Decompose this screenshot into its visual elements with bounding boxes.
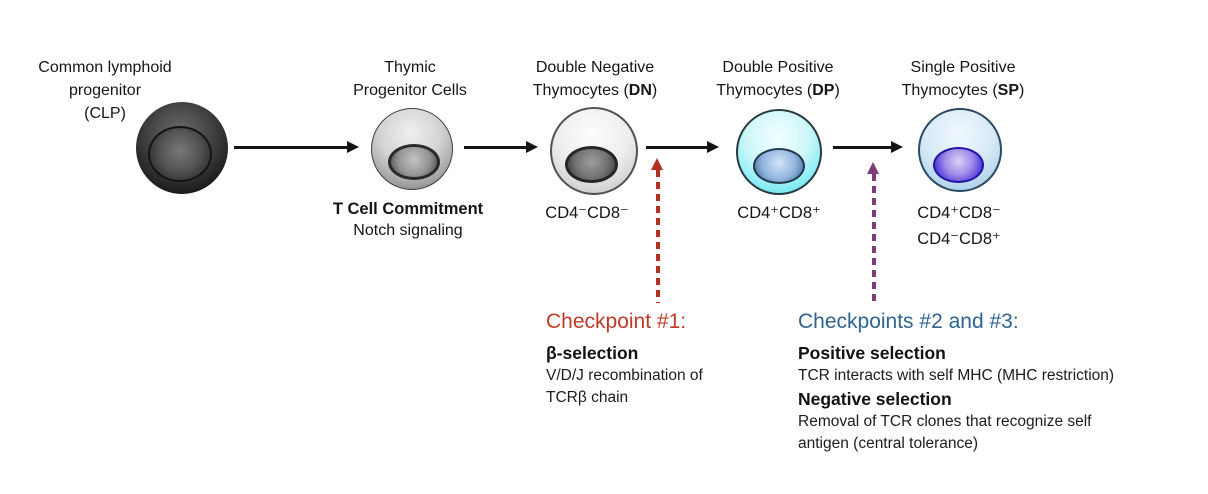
clp-label: Common lymphoid progenitor (CLP)	[10, 56, 200, 125]
sp-nucleus-icon	[933, 147, 984, 183]
arrow-dn-to-dp-head	[707, 141, 719, 153]
negative-selection-heading: Negative selection	[798, 389, 952, 409]
arrow-thymic-to-dn-head	[526, 141, 538, 153]
sp-label-prefix: Thymocytes (	[901, 82, 998, 99]
clp-label-line2: progenitor	[68, 82, 142, 99]
checkpoint1-body-line2: TCRβ chain	[546, 389, 629, 406]
checkpoint1-title: Checkpoint #1:	[546, 310, 687, 333]
thymic-label-line1: Thymic	[384, 59, 436, 76]
checkpoints23-arrow	[872, 174, 876, 305]
arrow-dn-to-dp	[646, 146, 707, 149]
dn-abbr: DN	[628, 82, 652, 99]
checkpoint1-arrow	[656, 170, 660, 303]
dp-cell-icon	[736, 109, 822, 195]
checkpoints23-arrow-head	[867, 162, 879, 174]
thymic-progenitor-label: Thymic Progenitor Cells	[322, 56, 498, 102]
arrow-thymic-to-dn	[464, 146, 526, 149]
sp-markers: CD4⁺CD8⁻ CD4⁻CD8⁺	[869, 200, 1049, 252]
checkpoint1-body-line1: V/D/J recombination of	[546, 367, 703, 384]
dn-nucleus-icon	[565, 146, 618, 183]
dn-marker-cd4-cd8: CD4⁻CD8⁻	[545, 204, 629, 222]
dp-marker-cd4-cd8: CD4⁺CD8⁺	[737, 204, 821, 222]
sp-label-line2: Thymocytes (SP)	[873, 79, 1053, 102]
dp-label-line1: Double Positive	[722, 59, 834, 76]
arrow-clp-to-thymic	[234, 146, 347, 149]
positive-selection-body: TCR interacts with self MHC (MHC restric…	[798, 367, 1115, 384]
checkpoint1-heading: β-selection	[546, 343, 639, 363]
checkpoint1-block: Checkpoint #1: β-selection V/D/J recombi…	[546, 309, 781, 409]
t-cell-commitment-text: T Cell Commitment	[332, 200, 484, 218]
sp-label-suffix: )	[1019, 82, 1025, 99]
dn-label-line1: Double Negative	[535, 59, 655, 76]
positive-selection-heading: Positive selection	[798, 343, 946, 363]
dp-label-suffix: )	[834, 82, 840, 99]
dp-abbr: DP	[812, 82, 835, 99]
dn-label: Double Negative Thymocytes (DN)	[505, 56, 685, 102]
arrow-clp-to-thymic-head	[347, 141, 359, 153]
sp-marker-cd4pos-cd8neg: CD4⁺CD8⁻	[917, 204, 1001, 222]
negative-selection-body-line2: antigen (central tolerance)	[798, 435, 979, 452]
arrow-dp-to-sp-head	[891, 141, 903, 153]
dp-nucleus-icon	[753, 148, 805, 184]
t-cell-commitment-caption: T Cell Commitment Notch signaling	[308, 198, 508, 242]
clp-label-line1: Common lymphoid	[38, 59, 172, 76]
sp-label-line1: Single Positive	[910, 59, 1016, 76]
dn-markers: CD4⁻CD8⁻	[497, 200, 677, 226]
dn-label-line2: Thymocytes (DN)	[505, 79, 685, 102]
sp-abbr: SP	[997, 82, 1020, 99]
sp-marker-cd4neg-cd8pos: CD4⁻CD8⁺	[917, 230, 1001, 248]
dp-label-line2: Thymocytes (DP)	[688, 79, 868, 102]
checkpoint1-arrow-head	[651, 158, 663, 170]
sp-cell-icon	[918, 108, 1002, 192]
clp-cell-icon	[136, 102, 228, 194]
dn-cell-icon	[550, 107, 638, 195]
checkpoints23-title: Checkpoints #2 and #3:	[798, 310, 1019, 333]
clp-nucleus-icon	[148, 126, 212, 182]
clp-label-line3: (CLP)	[84, 105, 126, 122]
thymic-label-line2: Progenitor Cells	[353, 82, 467, 99]
arrow-dp-to-sp	[833, 146, 891, 149]
dn-label-prefix: Thymocytes (	[532, 82, 629, 99]
thymic-nucleus-icon	[388, 144, 440, 180]
dn-label-suffix: )	[651, 82, 658, 99]
notch-signaling-text: Notch signaling	[353, 222, 463, 239]
negative-selection-body-line1: Removal of TCR clones that recognize sel…	[798, 413, 1092, 430]
thymic-cell-icon	[371, 108, 453, 190]
sp-label: Single Positive Thymocytes (SP)	[873, 56, 1053, 102]
checkpoints23-block: Checkpoints #2 and #3: Positive selectio…	[798, 309, 1198, 455]
dp-markers: CD4⁺CD8⁺	[689, 200, 869, 226]
dp-label: Double Positive Thymocytes (DP)	[688, 56, 868, 102]
dp-label-prefix: Thymocytes (	[716, 82, 813, 99]
